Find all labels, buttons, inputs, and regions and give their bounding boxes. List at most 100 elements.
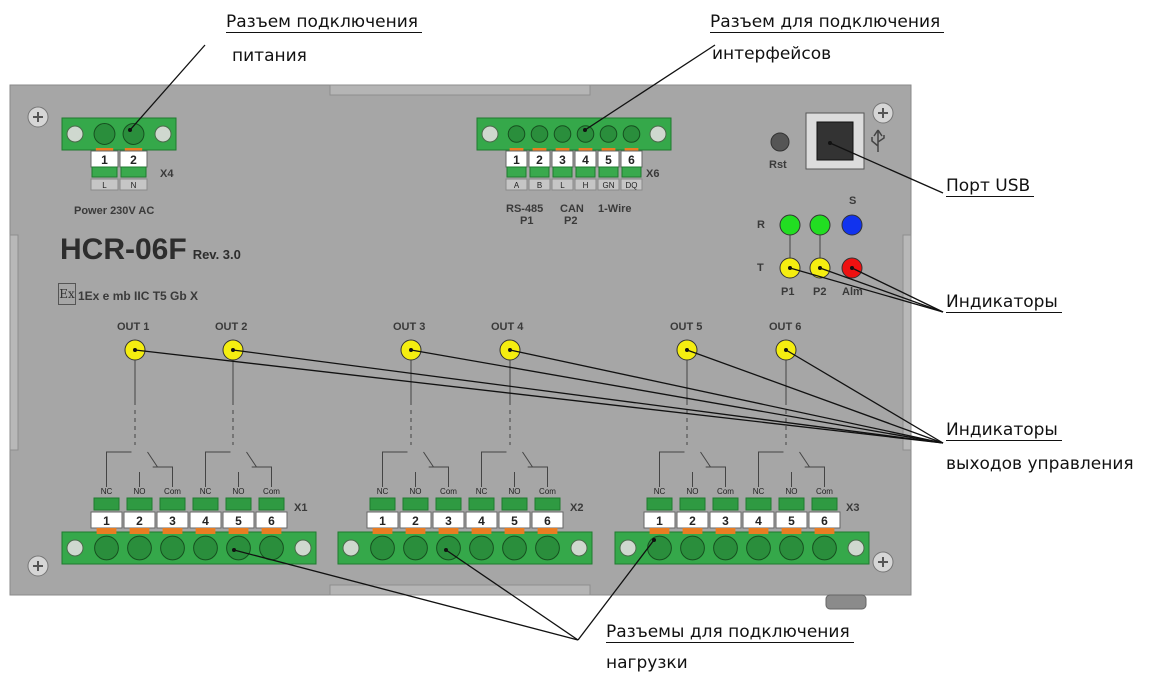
led-col-s: S xyxy=(849,195,857,207)
leader-arrow-9 xyxy=(409,348,413,352)
x4-name: X4 xyxy=(160,168,174,180)
x1-relay-contact-1 xyxy=(106,451,173,487)
callout-power-connector-line2: питания xyxy=(232,46,307,66)
x1-screw-3 xyxy=(160,535,185,561)
leader-arrow-13 xyxy=(232,548,236,552)
x2-screw-3 xyxy=(436,535,461,561)
x3-pin-label-5: 5 xyxy=(788,514,795,528)
callout-output-indicators-line2: выходов управления xyxy=(946,454,1134,474)
x3-pin-label-6: 6 xyxy=(821,514,828,528)
x3-latch-1 xyxy=(646,497,673,511)
callout-indicators: Индикаторы xyxy=(946,292,1062,313)
x3-contact-2: NO xyxy=(687,487,699,496)
model-text: HCR-06F xyxy=(60,233,187,266)
x6-signal-box-6 xyxy=(620,178,643,191)
leader-arrow-6 xyxy=(788,266,792,270)
x3-wire-clamp-6 xyxy=(814,528,835,534)
x1-screw-4 xyxy=(193,535,218,561)
x4-signal-1: L xyxy=(102,181,107,190)
x6-signal-6: DQ xyxy=(626,181,638,190)
leader-line-7 xyxy=(134,349,944,444)
x6-pin-label-4: 4 xyxy=(582,153,589,167)
x6-pin-label-3: 3 xyxy=(559,153,566,167)
leader-line-12 xyxy=(785,349,944,444)
out-label-2: OUT 2 xyxy=(215,321,248,333)
leader-arrow-1 xyxy=(128,128,132,132)
screw-cross-icon xyxy=(878,557,888,567)
x6-latch-5 xyxy=(598,166,619,178)
x3-screw-2 xyxy=(680,535,705,561)
x4-latch-1 xyxy=(91,166,118,178)
x3-pin-label-4: 4 xyxy=(755,514,762,528)
x6-latch-4 xyxy=(575,166,596,178)
x3-wire-clamp-4 xyxy=(748,528,769,534)
reset-button xyxy=(770,132,790,152)
x4-signal-2: N xyxy=(131,181,137,190)
x3-wire-clamp-3 xyxy=(715,528,736,534)
x2-name: X2 xyxy=(570,502,584,514)
x1-pin-label-2: 2 xyxy=(136,514,143,528)
out-label-4: OUT 4 xyxy=(491,321,524,333)
x1-screw-5 xyxy=(226,535,251,561)
x1-contact-3: Com xyxy=(164,487,181,496)
x4-signal-box-2 xyxy=(119,178,148,191)
x6-flange-screw-left xyxy=(481,125,499,143)
x2-terminal-block xyxy=(337,528,593,565)
x1-latch-5 xyxy=(225,497,252,511)
x2-wire-clamp-3 xyxy=(438,528,459,534)
x1-terminal-block xyxy=(61,528,317,565)
leader-arrow-11 xyxy=(685,348,689,352)
x2-latch-6 xyxy=(534,497,561,511)
x6-signal-box-3 xyxy=(551,178,574,191)
x2-latch-5 xyxy=(501,497,528,511)
x1-latch-6 xyxy=(258,497,285,511)
x2-contact-2: NO xyxy=(410,487,422,496)
leader-arrow-5 xyxy=(818,266,822,270)
x1-screw-6 xyxy=(259,535,284,561)
x2-pin-label-3: 3 xyxy=(445,514,452,528)
x1-wire-clamp-2 xyxy=(129,528,150,534)
leader-line-9 xyxy=(410,349,944,444)
x1-pin-label-4: 4 xyxy=(202,514,209,528)
x2-pin-label-4: 4 xyxy=(478,514,485,528)
leader-line-2 xyxy=(584,44,716,131)
led-col-p2: P2 xyxy=(813,286,827,298)
x6-screw-5 xyxy=(599,125,618,143)
x6-signal-3: L xyxy=(560,181,565,190)
x3-wire-clamp-2 xyxy=(682,528,703,534)
x2-screw-4 xyxy=(469,535,494,561)
x1-wire-clamp-4 xyxy=(195,528,216,534)
x2-contact-1: NC xyxy=(377,487,389,496)
leader-line-5 xyxy=(819,267,944,313)
x1-wire-clamp-6 xyxy=(261,528,282,534)
x2-contact-3: Com xyxy=(440,487,457,496)
led-link-lines xyxy=(789,235,821,258)
x2-latch-1 xyxy=(369,497,396,511)
out-label-3: OUT 3 xyxy=(393,321,426,333)
x2-latch-2 xyxy=(402,497,429,511)
x6-group-rs485: RS-485 xyxy=(506,203,544,215)
x3-contact-6: Com xyxy=(816,487,833,496)
x2-pin-label-6: 6 xyxy=(544,514,551,528)
x6-terminal-block xyxy=(476,117,672,154)
x1-contact-6: Com xyxy=(263,487,280,496)
x3-contact-1: NC xyxy=(654,487,666,496)
callout-load-connectors: Разъемы для подключения xyxy=(606,622,854,643)
x3-screw-3 xyxy=(713,535,738,561)
leader-arrow-2 xyxy=(583,128,587,132)
led-r-p2 xyxy=(809,214,831,236)
x3-contact-5: NO xyxy=(786,487,798,496)
x1-flange-screw-left xyxy=(66,539,84,557)
top-notch xyxy=(329,84,591,96)
x6-pin-label-2: 2 xyxy=(536,153,543,167)
x6-latch-1 xyxy=(506,166,527,178)
leader-line-13 xyxy=(233,549,579,641)
left-rail xyxy=(9,234,19,451)
x6-screw-6 xyxy=(622,125,641,143)
x6-latch-3 xyxy=(552,166,573,178)
right-rail xyxy=(902,234,912,451)
x1-name: X1 xyxy=(294,502,308,514)
x6-group-can: CAN xyxy=(560,203,584,215)
